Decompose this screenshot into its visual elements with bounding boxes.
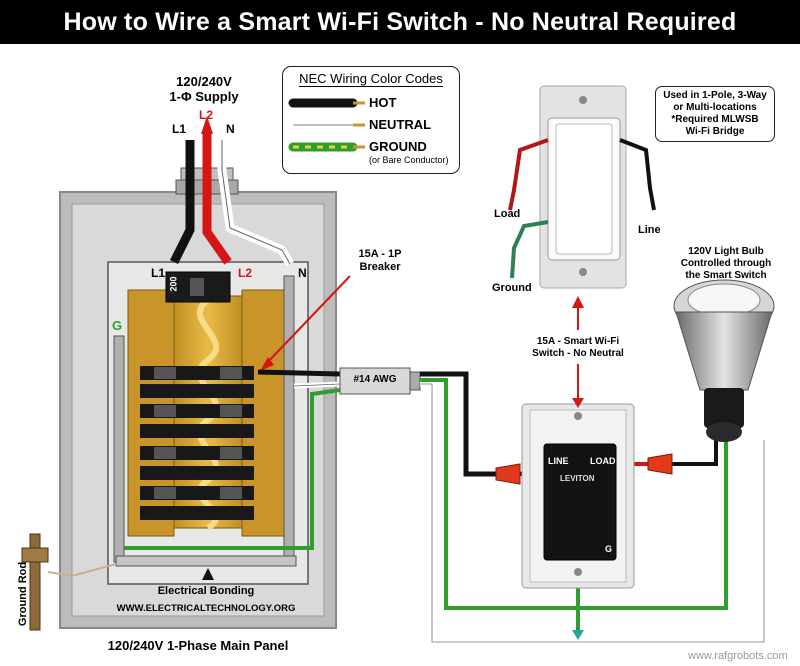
usage-note-line: *Required MLWSB [671, 114, 759, 125]
switch-brand: LEVITON [560, 474, 595, 483]
ground-wire-label: Ground [492, 282, 532, 294]
website-label: WWW.ELECTRICALTECHNOLOGY.ORG [116, 603, 296, 614]
bulb-label-1: 120V Light Bulb [688, 246, 764, 257]
cable-gauge-label: #14 AWG [353, 374, 397, 385]
neutral-bar [283, 275, 295, 563]
load-wire-label: Load [494, 208, 521, 220]
breaker-stack [140, 366, 254, 520]
breaker-label-1: 15A - 1P [358, 248, 402, 260]
smart-switch-label-2: Switch - No Neutral [532, 348, 624, 359]
legend-hot: HOT [369, 95, 397, 110]
legend-title: NEC Wiring Color Codes [299, 71, 443, 87]
bulb-label-2: Controlled through [680, 258, 772, 269]
bulb-label-3: the Smart Switch [685, 270, 767, 281]
supply-phase-label: 1-Φ Supply [169, 89, 239, 104]
bus-l2-label: L2 [238, 266, 253, 280]
smart-switch-label-1: 15A - Smart Wi-Fi [536, 336, 620, 347]
usage-note: Used in 1-Pole, 3-Way or Multi-locations… [655, 86, 775, 142]
usage-note-line: Used in 1-Pole, 3-Way [663, 90, 767, 101]
terminal-l1-label: L1 [172, 122, 187, 136]
installed-smart-switch [521, 364, 635, 589]
switch-ground-terminal: G [605, 544, 613, 554]
breaker-label-2: Breaker [359, 261, 401, 273]
main-breaker-rating: 200 [168, 276, 179, 292]
line-wire-label: Line [638, 224, 661, 236]
supply-voltage-label: 120/240V [176, 74, 232, 89]
ground-bar-label: G [112, 318, 123, 333]
legend-ground-note: (or Bare Conductor) [369, 155, 449, 165]
panel-label: 120/240V 1-Phase Main Panel [107, 638, 289, 653]
ground-rod [21, 533, 117, 631]
ground-bar [113, 335, 125, 563]
terminal-n-label: N [226, 122, 235, 136]
wire-nuts [495, 453, 673, 485]
main-breaker [165, 271, 231, 303]
branch-cable [124, 367, 421, 550]
terminal-l2-label: L2 [199, 108, 214, 122]
watermark: www.rafgrobots.com [688, 650, 788, 662]
bus-l1-label: L1 [151, 266, 166, 280]
breaker-pointer [260, 275, 351, 371]
bonding-label: Electrical Bonding [157, 585, 255, 597]
supply-conductors [169, 116, 294, 267]
ground-rod-label: Ground Rod [17, 561, 29, 627]
bonding-strip [115, 555, 297, 580]
legend-neutral: NEUTRAL [369, 117, 432, 132]
switch-line-terminal: LINE [548, 456, 569, 466]
usage-note-line: or Multi-locations [673, 102, 757, 113]
legend-ground: GROUND [369, 139, 427, 154]
color-code-legend: NEC Wiring Color Codes HOT NEUTRAL GROUN… [282, 66, 460, 174]
bus-n-label: N [298, 266, 307, 280]
usage-note-line: Wi-Fi Bridge [685, 126, 745, 137]
light-bulb [673, 279, 775, 442]
switch-load-terminal: LOAD [590, 456, 616, 466]
page-title: How to Wire a Smart Wi-Fi Switch - No Ne… [63, 8, 737, 36]
switch-photo [508, 85, 656, 330]
legend-swatches [288, 98, 365, 152]
title-bar [0, 0, 800, 44]
